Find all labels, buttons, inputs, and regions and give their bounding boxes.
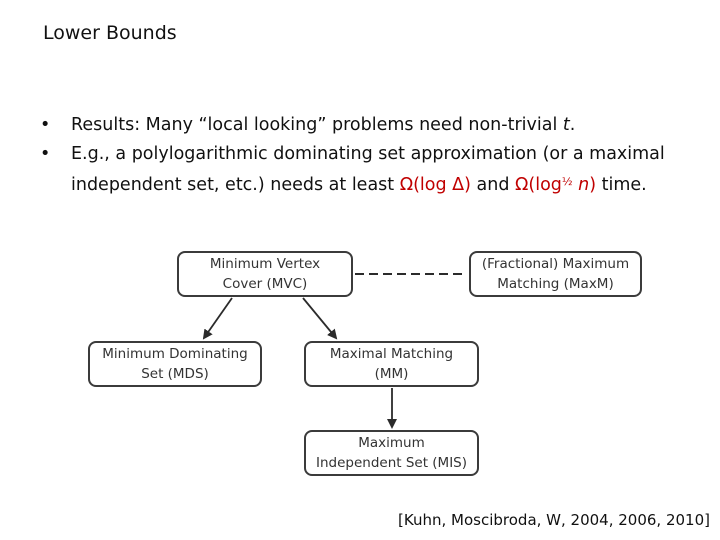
node-fractional-maximum-matching: (Fractional) Maximum Matching (MaxM) xyxy=(469,251,642,297)
formula-exponent-half: ½ xyxy=(561,175,573,188)
node-maximum-independent-set: Maximum Independent Set (MIS) xyxy=(304,430,479,476)
node-label-line: Maximum xyxy=(358,435,425,451)
formula-close-paren: ) xyxy=(589,175,597,195)
formula-log-sqrt-n-pre: Ω(log xyxy=(515,175,562,195)
node-maximal-matching: Maximal Matching (MM) xyxy=(304,341,479,387)
bullet-results-text: Results: Many “local looking” problems n… xyxy=(71,115,563,135)
node-label-line: Independent Set (MIS) xyxy=(315,455,468,471)
bullet-marker: • xyxy=(40,144,51,164)
node-label-line: (Fractional) Maximum xyxy=(481,256,630,272)
slide-title: Lower Bounds xyxy=(43,22,177,44)
formula-log-sqrt-n: Ω(log½ n) xyxy=(515,175,596,195)
node-label-line: Minimum Vertex xyxy=(209,256,321,272)
formula-log-delta: Ω(log Δ) xyxy=(399,175,471,195)
bullet-marker: • xyxy=(40,115,51,135)
formula-variable-n: n xyxy=(572,175,590,195)
node-label-line: Set (MDS) xyxy=(141,366,209,382)
bullet-list: • Results: Many “local looking” problems… xyxy=(40,112,700,201)
bullet-example-and: and xyxy=(470,175,516,195)
node-label-line: Cover (MVC) xyxy=(222,276,308,292)
node-label-line: Matching (MaxM) xyxy=(497,276,614,292)
bullet-results-end: . xyxy=(569,115,576,135)
node-minimum-vertex-cover: Minimum Vertex Cover (MVC) xyxy=(177,251,353,297)
node-label-line: (MM) xyxy=(374,366,409,382)
variable-t: t xyxy=(562,115,570,135)
node-label-line: Minimum Dominating xyxy=(102,346,248,362)
node-minimum-dominating-set: Minimum Dominating Set (MDS) xyxy=(88,341,262,387)
bullet-example-end: time. xyxy=(596,175,647,195)
citation: [Kuhn, Moscibroda, W, 2004, 2006, 2010] xyxy=(398,511,710,529)
arrow-mvc-to-mm xyxy=(302,297,338,340)
arrow-mvc-to-mds xyxy=(202,297,233,340)
node-label-line: Maximal Matching xyxy=(329,346,454,362)
bullet-example-text: E.g., a polylogarithmic dominating set a… xyxy=(71,144,665,195)
bullet-example: • E.g., a polylogarithmic dominating set… xyxy=(40,141,700,199)
bullet-results: • Results: Many “local looking” problems… xyxy=(40,112,700,139)
